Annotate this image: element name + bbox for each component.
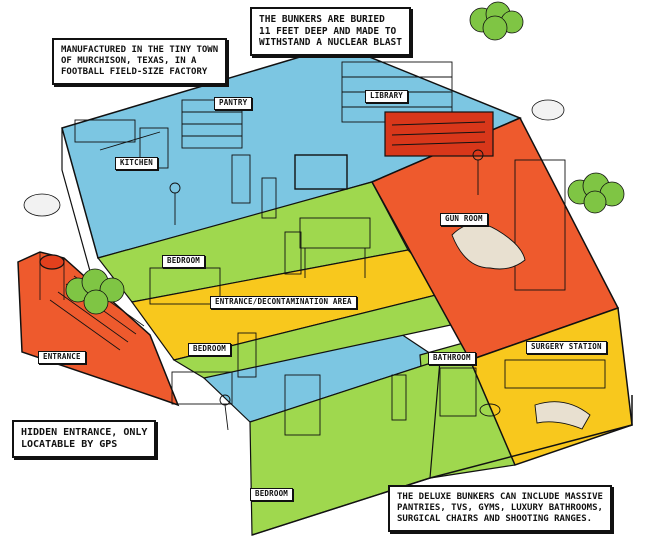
label-entrance: ENTRANCE: [38, 351, 86, 364]
outer-wall: [61, 128, 99, 301]
furniture-sketch: [74, 61, 606, 436]
label-bedroom-bottom: BEDROOM: [250, 488, 294, 501]
note-line: THE BUNKERS ARE BURIED: [259, 14, 385, 25]
note-line: WITHSTAND A NUCLEAR BLAST: [259, 37, 402, 49]
note-line: THE DELUXE BUNKERS CAN INCLUDE MASSIVE: [397, 492, 603, 502]
bush-icon: [469, 1, 524, 41]
bush-icon: [65, 268, 125, 315]
note-line: SURGICAL CHAIRS AND SHOOTING RANGES.: [397, 513, 593, 524]
label-surgery-station: SURGERY STATION: [526, 341, 607, 354]
bush-icon: [567, 172, 625, 214]
note-line: PANTRIES, TVS, GYMS, LUXURY BATHROOMS,: [397, 502, 603, 513]
label-library: LIBRARY: [365, 90, 409, 103]
note-line: HIDDEN ENTRANCE, ONLY: [21, 427, 148, 438]
rock-icon: [531, 99, 565, 121]
label-bathroom: BATHROOM: [428, 352, 476, 365]
rocks: [23, 99, 565, 217]
note-manufacturing: MANUFACTURED IN THE TINY TOWN OF MURCHIS…: [52, 38, 228, 85]
note-line: FOOTBALL FIELD-SIZE FACTORY: [61, 66, 208, 77]
note-line: OF MURCHISON, TEXAS, IN A: [61, 55, 197, 66]
label-pantry: PANTRY: [214, 97, 253, 110]
label-bedroom-middle: BEDROOM: [188, 343, 232, 356]
outer-wall-bottom: [251, 395, 633, 536]
label-bedroom-upper: BEDROOM: [162, 255, 206, 268]
note-line: 11 FEET DEEP AND MADE TO: [259, 25, 397, 37]
label-gun-room: GUN ROOM: [440, 213, 488, 226]
bushes: [65, 1, 625, 315]
note-line: MANUFACTURED IN THE TINY TOWN: [61, 45, 219, 55]
hatch-icon: [39, 254, 65, 270]
note-hidden-entrance: HIDDEN ENTRANCE, ONLY LOCATABLE BY GPS: [12, 420, 157, 459]
label-kitchen: KITCHEN: [115, 157, 159, 170]
rock-icon: [23, 193, 61, 217]
label-decontamination: ENTRANCE/DECONTAMINATION AREA: [210, 296, 357, 309]
note-burial-depth: THE BUNKERS ARE BURIED 11 FEET DEEP AND …: [250, 7, 411, 56]
note-deluxe-features: THE DELUXE BUNKERS CAN INCLUDE MASSIVE P…: [388, 485, 612, 532]
note-line: LOCATABLE BY GPS: [21, 439, 118, 451]
